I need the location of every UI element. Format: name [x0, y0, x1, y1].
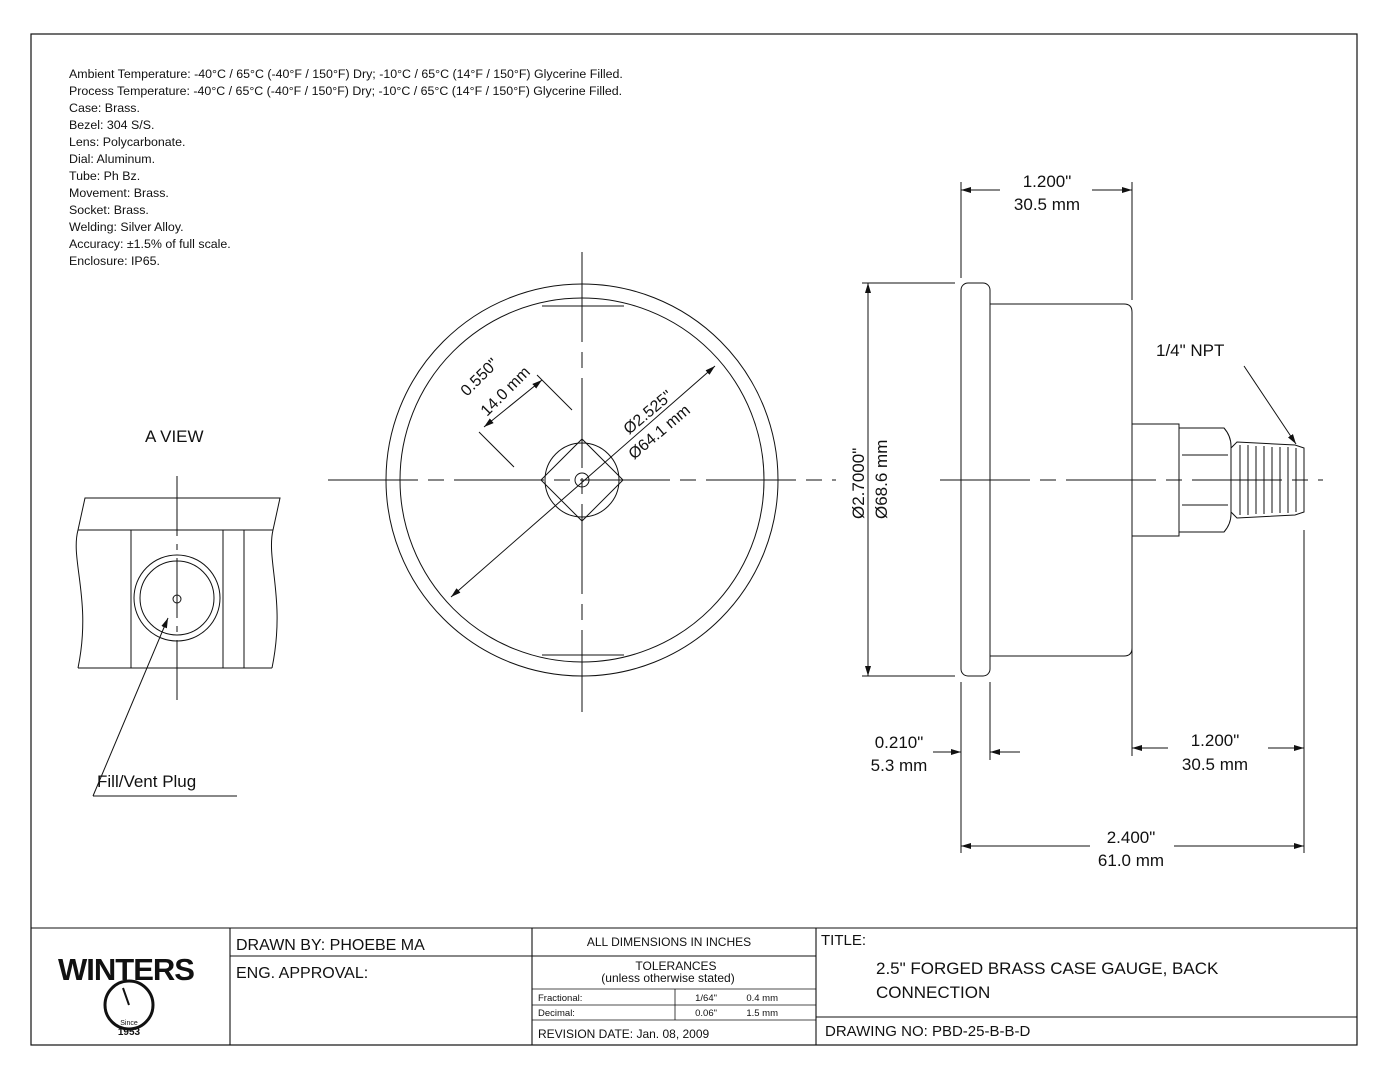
hex-side	[1178, 427, 1232, 533]
fractional-in: 1/64"	[695, 993, 717, 1004]
stem-dim-in: 1.200"	[1191, 731, 1240, 750]
sheet-border	[30, 33, 1358, 1046]
svg-text:1953: 1953	[118, 1027, 141, 1038]
title-block: WINTERS Since 1953 DRAWN BY: PHOEBE MA E…	[31, 927, 1357, 1045]
spec-note: Socket: Brass.	[69, 203, 149, 217]
drawing-title-line2: CONNECTION	[876, 983, 990, 1002]
fractional-label: Fractional:	[538, 993, 582, 1004]
a-view-title: A VIEW	[145, 427, 204, 446]
top-dim-in: 1.200"	[1023, 172, 1072, 191]
fractional-mm: 0.4 mm	[746, 993, 778, 1004]
spec-note: Bezel: 304 S/S.	[69, 118, 155, 132]
drawing-title-line1: 2.5" FORGED BRASS CASE GAUGE, BACK	[876, 959, 1219, 978]
bezel-dim-in: 0.210"	[875, 733, 924, 752]
spec-note: Welding: Silver Alloy.	[69, 220, 184, 234]
fill-vent-plug-label: Fill/Vent Plug	[97, 772, 196, 791]
drawn-by: DRAWN BY: PHOEBE MA	[236, 937, 425, 954]
dimensions-note: ALL DIMENSIONS IN INCHES	[587, 935, 751, 949]
decimal-in: 0.06"	[695, 1008, 717, 1019]
spec-note: Tube: Ph Bz.	[69, 169, 141, 183]
spec-note: Dial: Aluminum.	[69, 152, 156, 166]
case-diameter-in: Ø2.7000"	[849, 448, 868, 519]
svg-text:Since: Since	[120, 1020, 138, 1027]
side-view: 1.200" 30.5 mm 1/4" NPT Ø2.7000" Ø68.6 m…	[849, 172, 1323, 870]
decimal-mm: 1.5 mm	[746, 1008, 778, 1019]
spec-note: Movement: Brass.	[69, 186, 169, 200]
spec-note: Process Temperature: -40°C / 65°C (-40°F…	[69, 84, 623, 98]
winters-logo: WINTERS Since 1953	[58, 952, 195, 1038]
stem-dim-mm: 30.5 mm	[1182, 755, 1248, 774]
revision-date: REVISION DATE: Jan. 08, 2009	[538, 1027, 710, 1041]
tolerances-heading: TOLERANCES	[635, 959, 716, 973]
overall-dim-mm: 61.0 mm	[1098, 851, 1164, 870]
overall-dim-in: 2.400"	[1107, 828, 1156, 847]
top-dim-mm: 30.5 mm	[1014, 195, 1080, 214]
title-label: TITLE:	[821, 932, 866, 949]
drawing-number: DRAWING NO: PBD-25-B-B-D	[825, 1023, 1030, 1040]
a-view: A VIEW Fill/Vent Plug	[75, 427, 281, 797]
spec-note: Accuracy: ±1.5% of full scale.	[69, 237, 231, 251]
spec-notes: Ambient Temperature: -40°C / 65°C (-40°F…	[69, 66, 623, 270]
bezel-dim-mm: 5.3 mm	[871, 756, 928, 775]
spec-note: Ambient Temperature: -40°C / 65°C (-40°F…	[69, 67, 623, 81]
npt-label: 1/4" NPT	[1156, 341, 1224, 360]
npt-thread	[1230, 441, 1305, 519]
spec-note: Case: Brass.	[69, 101, 140, 115]
tolerances-sub: (unless otherwise stated)	[601, 971, 734, 985]
front-view: 0.550" 14.0 mm Ø2.525" Ø64.1 mm	[328, 252, 836, 712]
decimal-label: Decimal:	[538, 1008, 575, 1019]
spec-note: Enclosure: IP65.	[69, 254, 160, 268]
eng-approval: ENG. APPROVAL:	[236, 965, 368, 982]
spec-note: Lens: Polycarbonate.	[69, 135, 186, 149]
case-diameter-mm: Ø68.6 mm	[872, 440, 891, 519]
